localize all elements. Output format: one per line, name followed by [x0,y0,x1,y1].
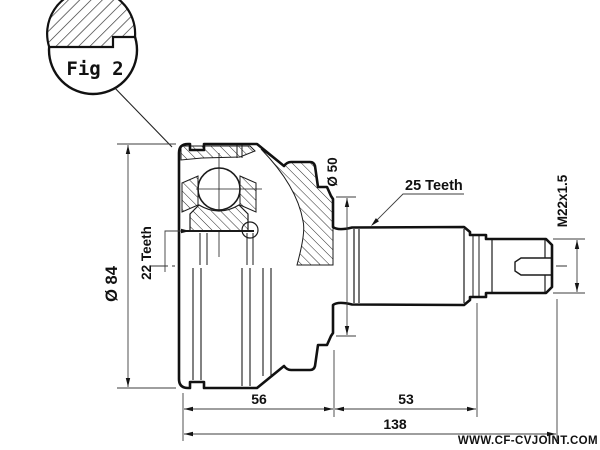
exterior-edge-lines [192,268,272,386]
shaft-spline-label: 25 Teeth [405,178,463,194]
boot-seat-diameter-label: Ø 50 [325,157,340,186]
dimension-labels: Ø 84 22 Teeth Ø 50 25 Teeth M22x1.5 56 5… [103,157,570,432]
inner-spline-label: 22 Teeth [139,226,154,280]
dimension-arrowheads [125,145,580,437]
inner-race-section [189,204,249,232]
thread-size-label: M22x1.5 [555,174,570,227]
body-length-label: 56 [251,391,267,407]
total-length-label: 138 [383,416,407,432]
shaft-detail-lines [353,229,552,303]
detail-balloon: Fig 2 [46,0,173,148]
cage-right-section [239,175,257,213]
outer-diameter-label: Ø 84 [103,265,121,302]
thread-end-slot [514,257,552,276]
watermark-text: WWW.CF-CVJOINT.COM [458,435,598,447]
part-outline [177,142,554,390]
spline-length-label: 53 [398,391,414,407]
figure-label: Fig 2 [66,58,123,80]
balloon-section-detail [46,0,137,49]
bore-edge-lines [199,145,254,265]
part-silhouette [179,144,552,388]
balloon-leader-line [111,84,173,148]
snap-ring-detail-circle [241,221,259,239]
cage-left-section [181,175,199,213]
